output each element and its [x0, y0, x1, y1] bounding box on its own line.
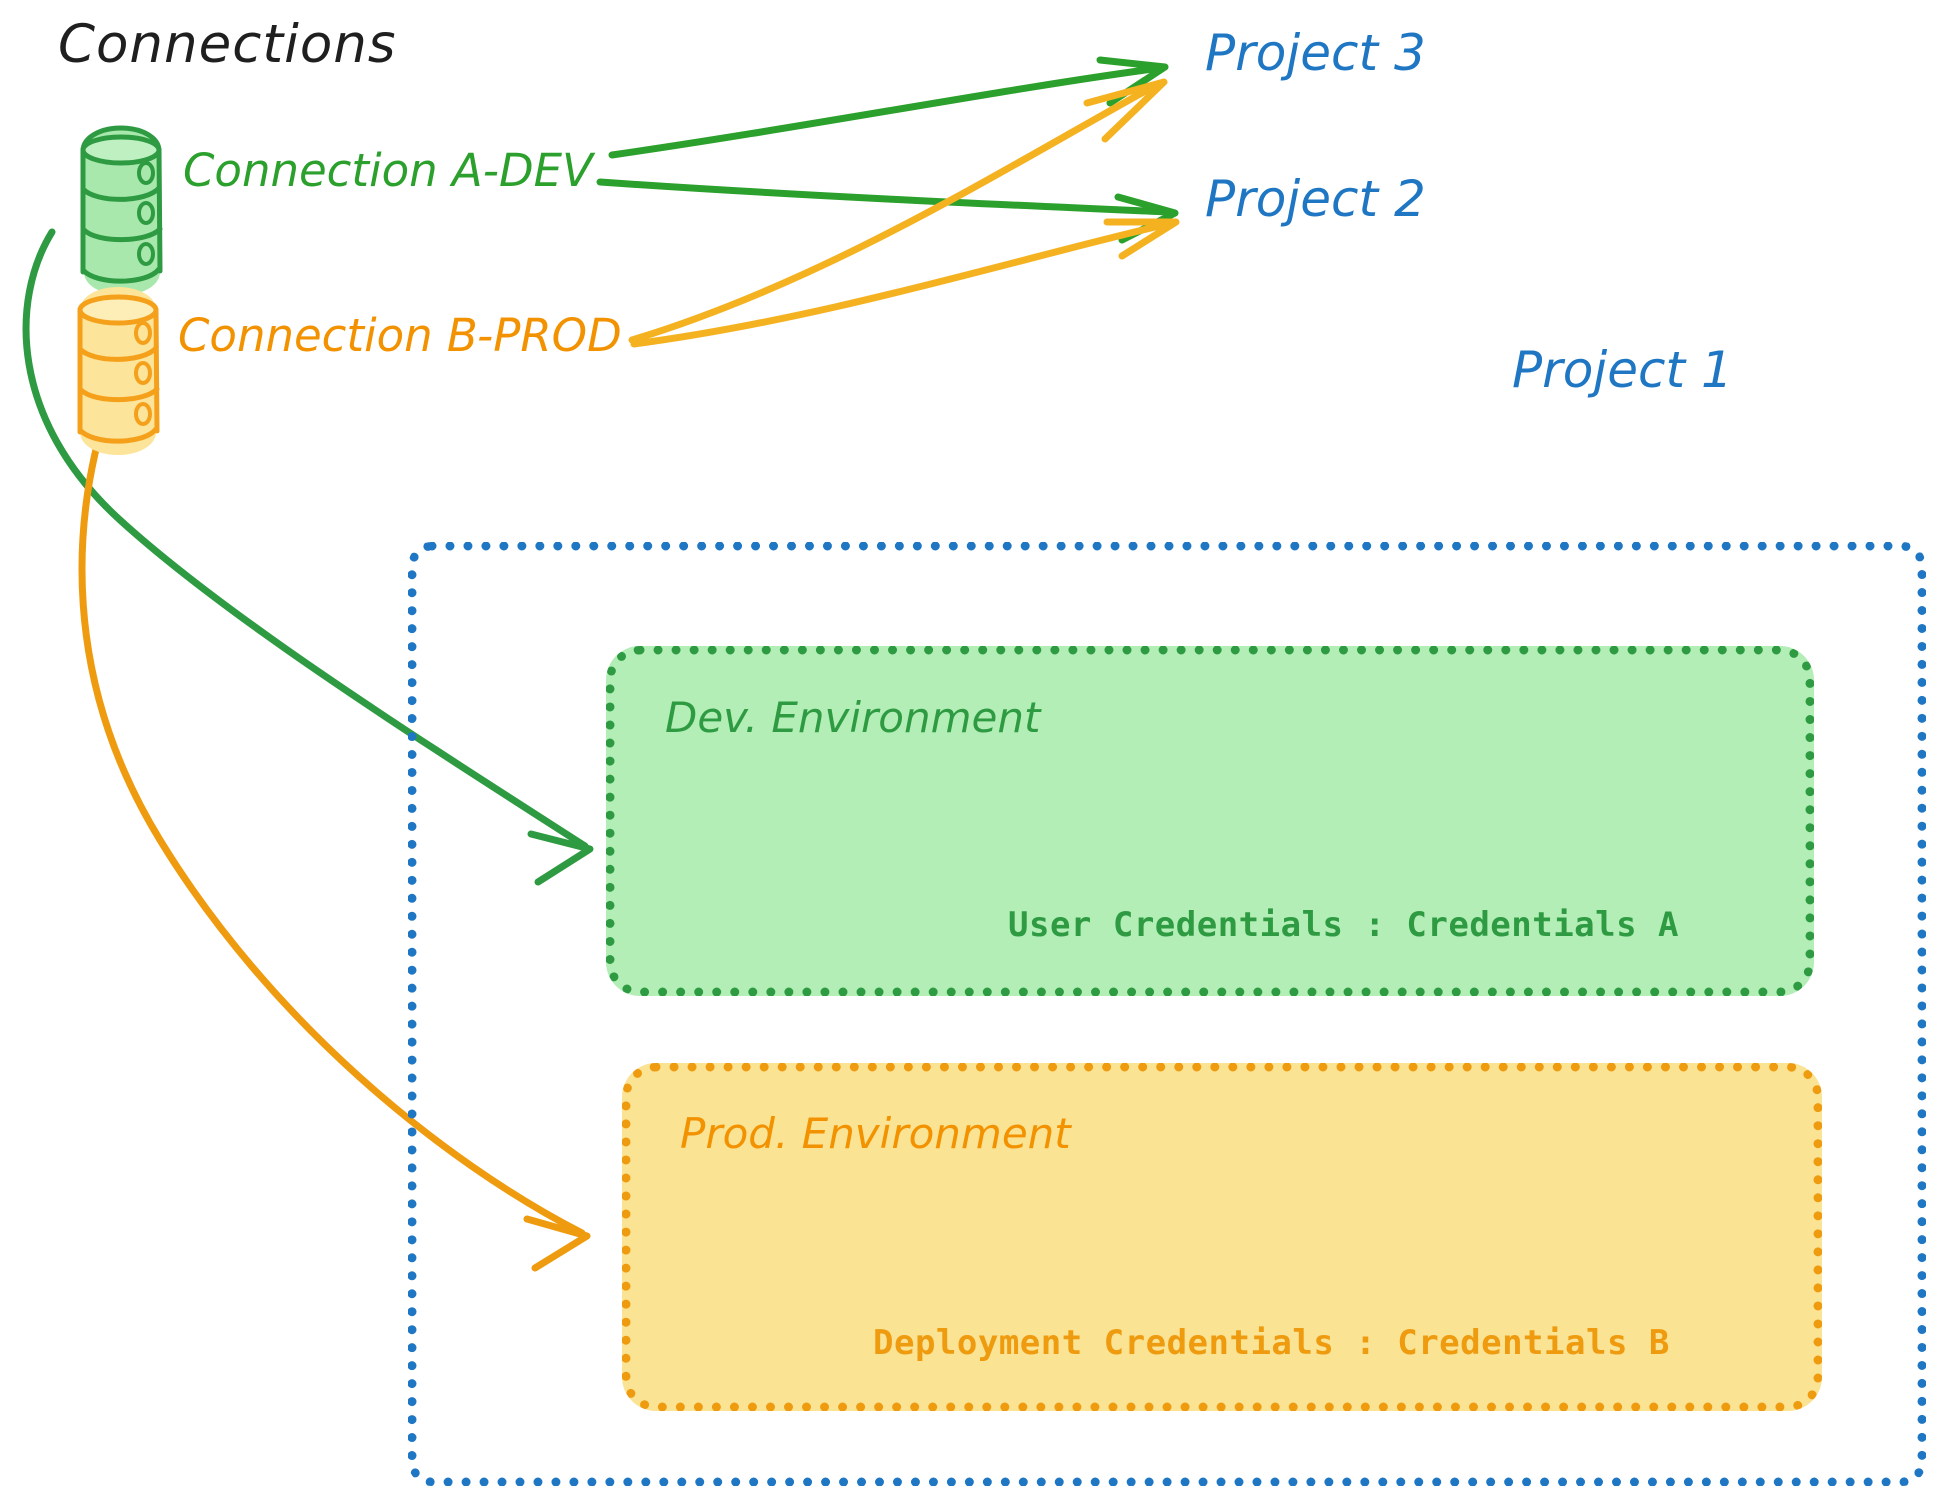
project-label-project-3[interactable]: Project 3 — [1205, 24, 1426, 82]
database-icon-a-dev[interactable] — [80, 125, 163, 295]
prod-environment-credentials: Deployment Credentials : Credentials B — [873, 1323, 1670, 1363]
connection-label-a-dev[interactable]: Connection A-DEV — [183, 144, 593, 197]
edge-b-prod-to-project-2 — [630, 218, 1180, 348]
edge-a-dev-to-dev-environment — [22, 228, 594, 886]
project-label-project-2[interactable]: Project 2 — [1205, 170, 1426, 228]
edge-a-dev-to-project-3 — [608, 56, 1169, 159]
edge-b-prod-to-prod-environment — [78, 396, 591, 1272]
dev-environment-credentials: User Credentials : Credentials A — [1008, 905, 1680, 945]
project-1-container — [408, 542, 1926, 1486]
prod-environment-box[interactable] — [622, 1063, 1822, 1411]
dev-environment-title: Dev. Environment — [665, 693, 1041, 742]
connection-label-b-prod[interactable]: Connection B-PROD — [178, 309, 622, 362]
page-title: Connections — [58, 14, 397, 75]
project-label-project-1[interactable]: Project 1 — [1512, 341, 1733, 399]
dev-environment-box[interactable] — [606, 646, 1814, 996]
database-icon-b-prod[interactable] — [77, 287, 160, 455]
edge-b-prod-to-project-3 — [628, 78, 1168, 344]
prod-environment-title: Prod. Environment — [680, 1109, 1071, 1158]
